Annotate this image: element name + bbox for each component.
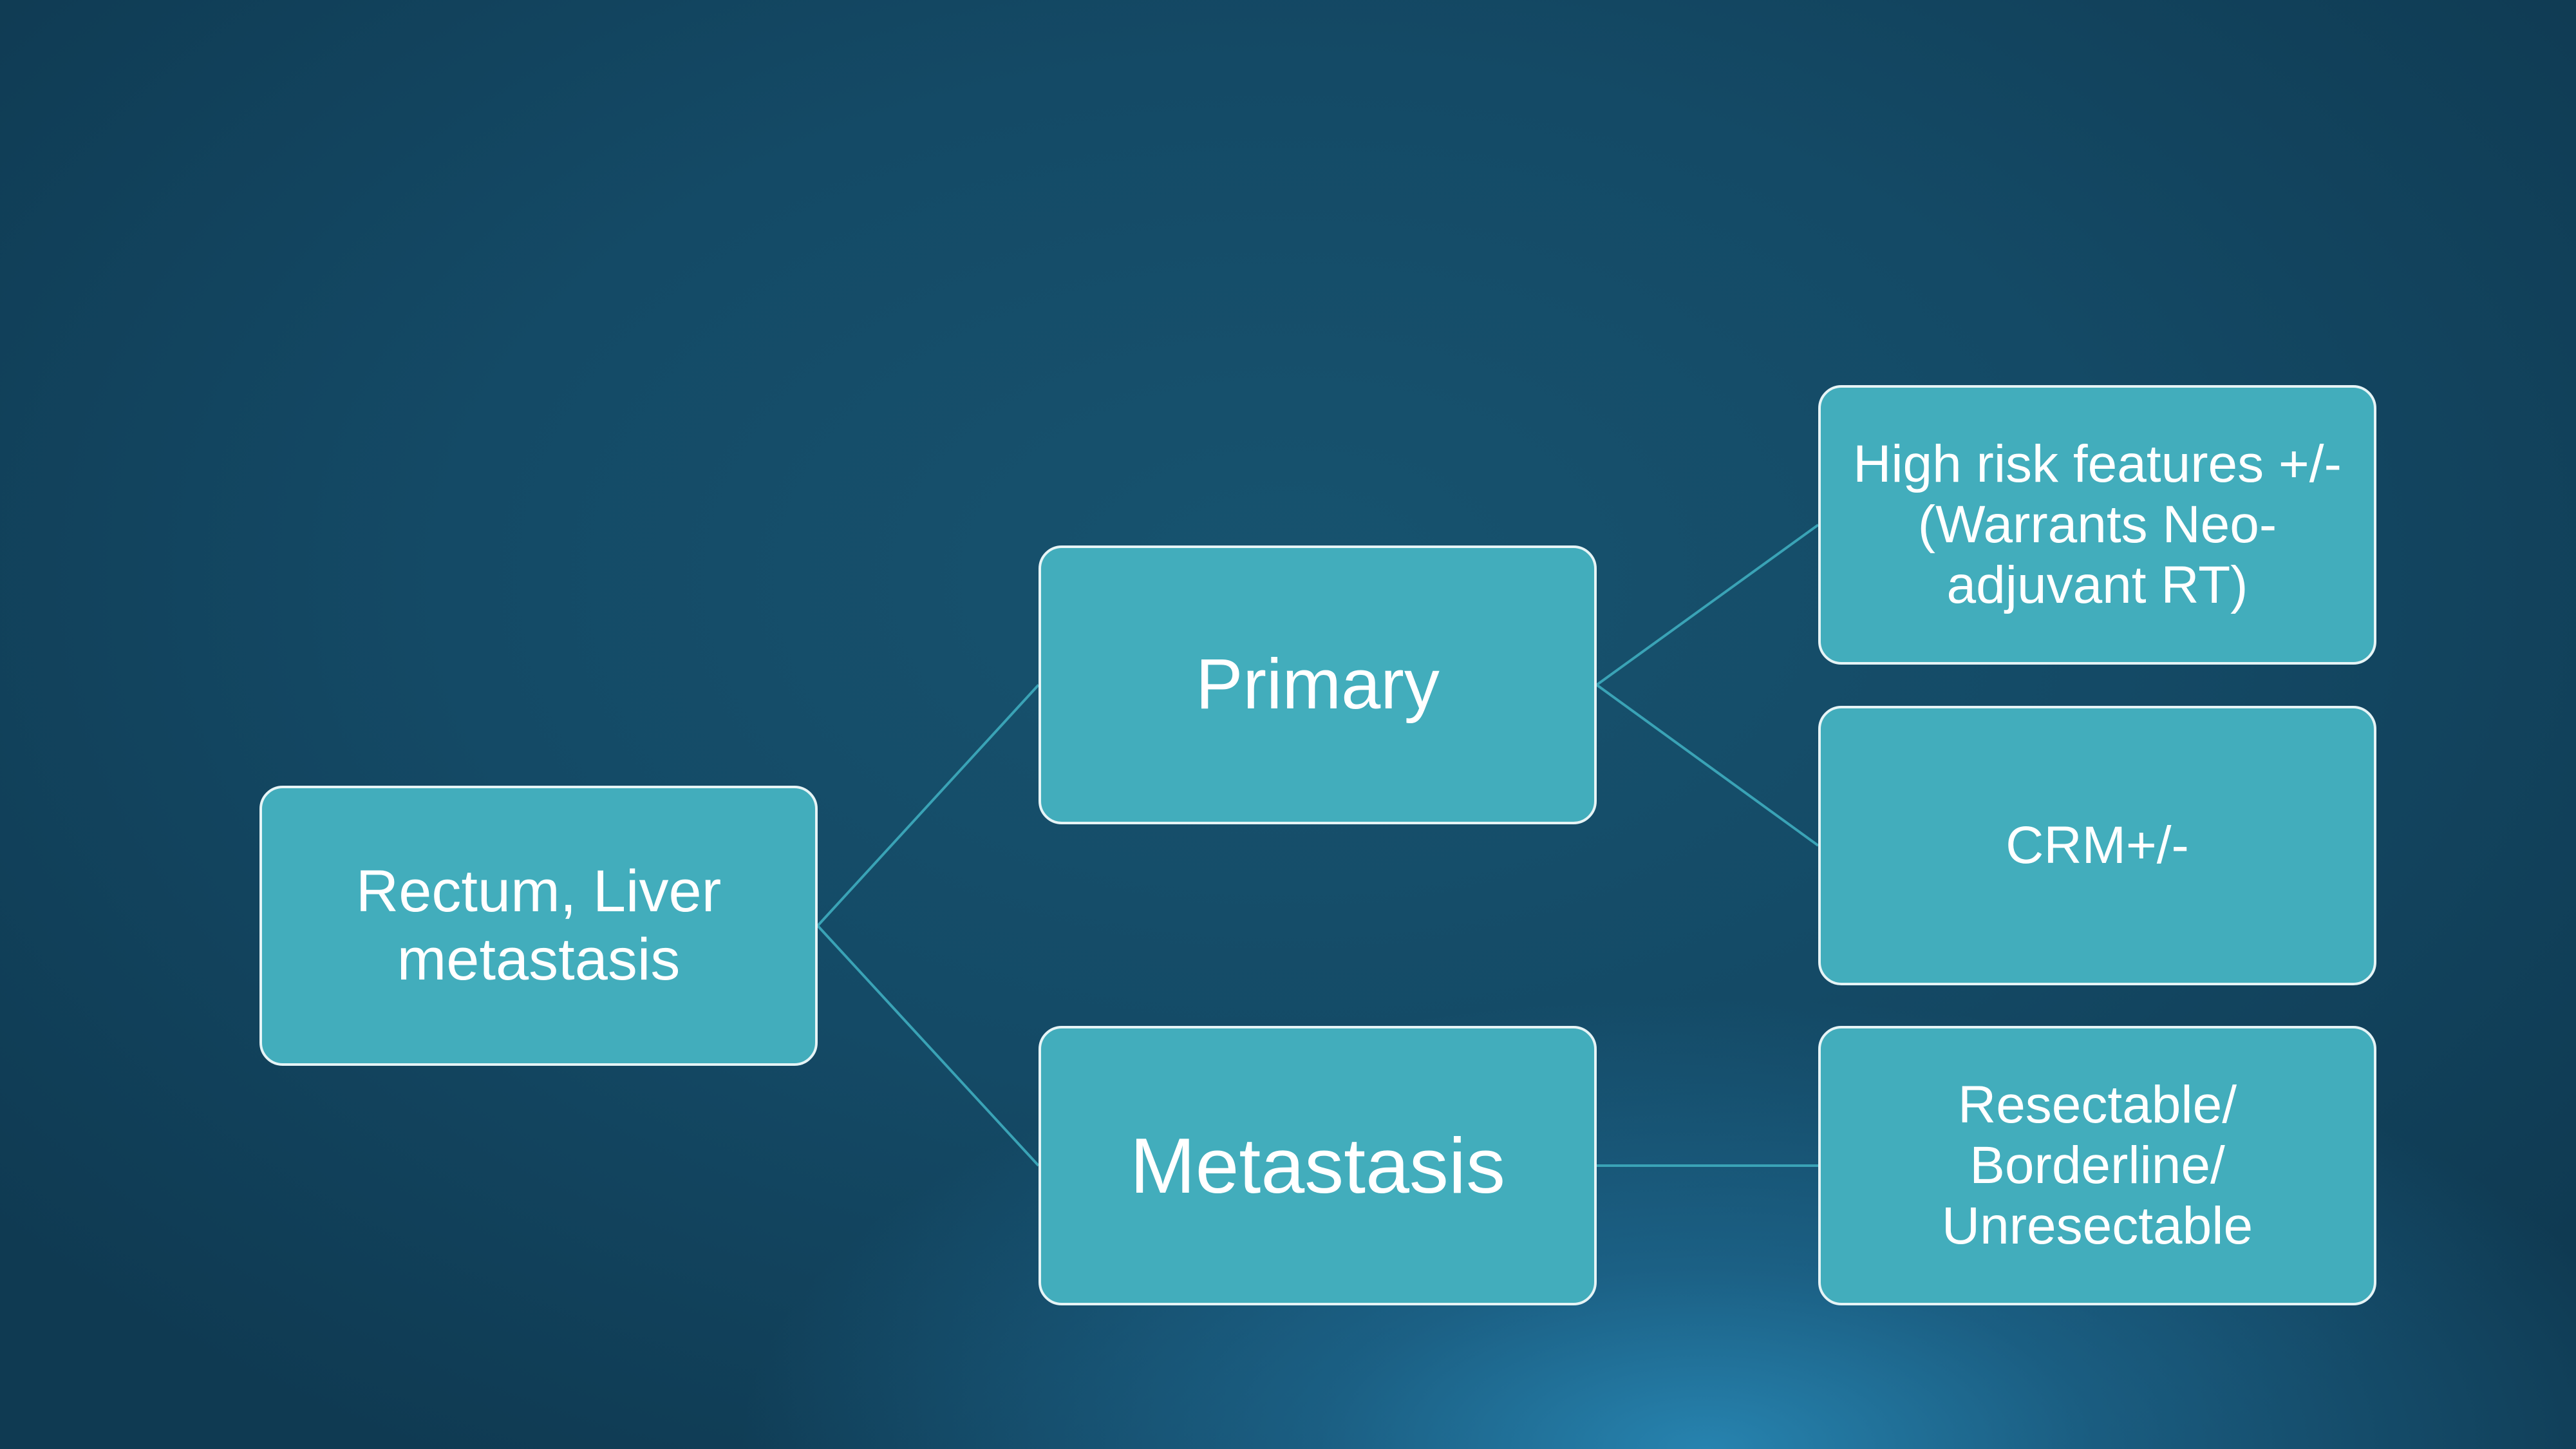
connector-root-to-primary (816, 684, 1040, 927)
connector-primary-to-crm (1595, 683, 1819, 847)
node-high-risk-features: High risk features +/- (Warrants Neo-adj… (1818, 385, 2376, 665)
node-metastasis: Metastasis (1039, 1026, 1597, 1305)
connector-primary-to-high_risk (1595, 524, 1819, 687)
connector-root-to-metastasis (816, 925, 1040, 1167)
node-primary-label: Primary (1196, 645, 1440, 724)
node-primary: Primary (1039, 545, 1597, 824)
node-rectum-liver-metastasis-label: Rectum, Liver metastasis (355, 858, 722, 992)
node-metastasis-label: Metastasis (1129, 1121, 1506, 1209)
node-crm: CRM+/- (1818, 706, 2376, 985)
node-rectum-liver-metastasis: Rectum, Liver metastasis (259, 786, 818, 1066)
node-high-risk-features-label: High risk features +/- (Warrants Neo-adj… (1853, 434, 2342, 615)
node-resectability-label: Resectable/ Borderline/ Unresectable (1941, 1075, 2253, 1256)
node-resectability: Resectable/ Borderline/ Unresectable (1818, 1026, 2376, 1305)
node-crm-label: CRM+/- (2006, 815, 2189, 875)
